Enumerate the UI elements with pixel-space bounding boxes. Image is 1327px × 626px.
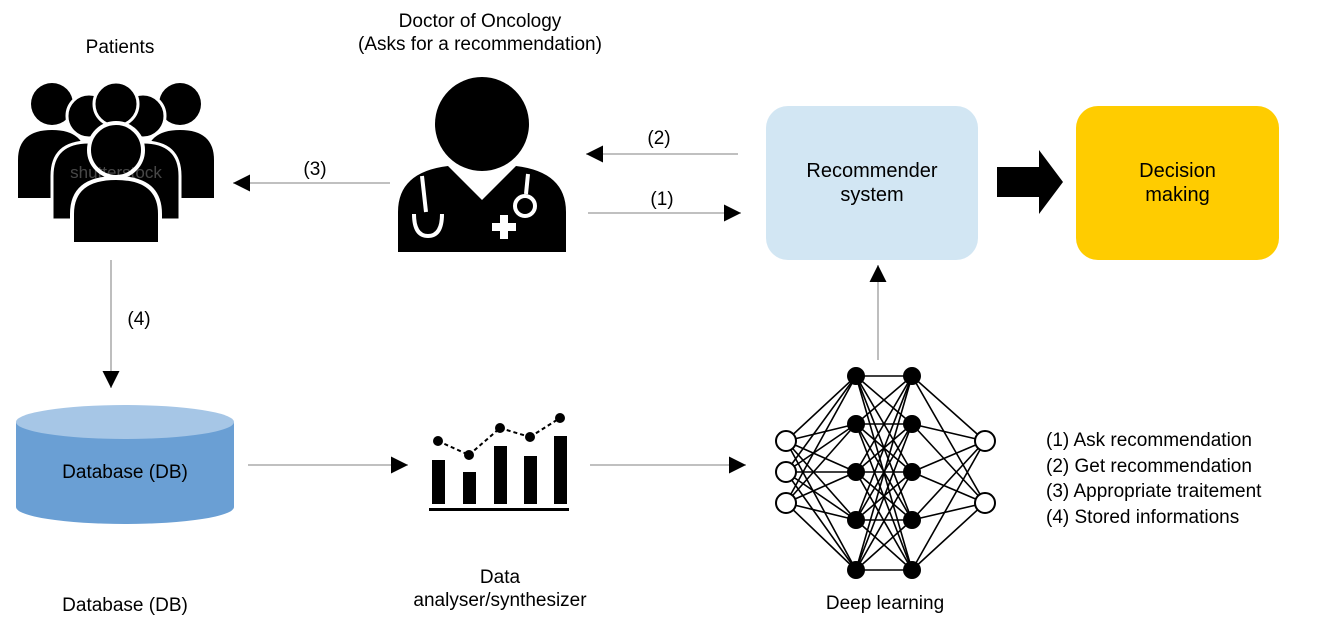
legend-item-stored: (4) Stored informations: [1046, 506, 1240, 528]
database-cylinder-icon: [16, 405, 234, 524]
doctor-title: Doctor of Oncology: [398, 11, 562, 32]
legend: (1) Ask recommendation (2) Get recommend…: [1046, 428, 1261, 530]
arrow-label-ask: (1): [650, 189, 673, 210]
nn-output-node: [974, 492, 996, 514]
database-box-label: Database (DB): [62, 462, 188, 483]
nn-hidden-node: [847, 367, 865, 385]
nn-hidden-node: [903, 367, 921, 385]
deep-learning-label: Deep learning: [825, 593, 945, 614]
nn-hidden-node: [847, 463, 865, 481]
doctor-label: Doctor of Oncology (Asks for a recommend…: [300, 10, 660, 56]
analyser-subtitle: analyser/synthesizer: [413, 590, 587, 611]
analyser-label: Data analyser/synthesizer: [380, 566, 620, 612]
decision-line1: Decision: [1139, 160, 1216, 182]
nn-output-node: [974, 430, 996, 452]
nn-input-node: [775, 461, 797, 483]
nn-hidden-node: [903, 415, 921, 433]
database-label: Database (DB): [62, 595, 188, 616]
arrow-label-treatment: (3): [303, 159, 326, 180]
nn-hidden-node: [847, 511, 865, 529]
doctor-subtitle: (Asks for a recommendation): [358, 34, 602, 55]
nn-hidden-node: [903, 561, 921, 579]
nn-hidden-node: [903, 511, 921, 529]
recommender-line1: Recommender: [806, 160, 938, 182]
analyser-title: Data: [479, 567, 521, 588]
legend-item-treatment: (3) Appropriate traitement: [1046, 481, 1262, 502]
nn-input-node: [775, 430, 797, 452]
decision-line2: making: [1145, 184, 1210, 206]
doctor-icon: [398, 77, 566, 252]
legend-item-get: (2) Get recommendation: [1046, 455, 1252, 477]
neural-network-icon: [775, 367, 996, 579]
nn-hidden-node: [847, 561, 865, 579]
recommender-system-box: Recommender system: [766, 106, 978, 260]
nn-hidden-node: [903, 463, 921, 481]
arrow-label-store: (4): [127, 309, 150, 330]
people-group-icon: [18, 80, 214, 246]
watermark: shutterstock: [70, 163, 162, 182]
nn-input-node: [775, 492, 797, 514]
arrow-to-decision: [997, 150, 1063, 214]
bar-chart-icon: [429, 413, 569, 511]
arrow-label-get: (2): [647, 128, 670, 149]
recommender-line2: system: [840, 184, 904, 206]
legend-item-ask: (1) Ask recommendation: [1046, 430, 1252, 451]
nn-hidden-node: [847, 415, 865, 433]
patients-label: Patients: [85, 37, 155, 58]
decision-making-box: Decision making: [1076, 106, 1279, 260]
